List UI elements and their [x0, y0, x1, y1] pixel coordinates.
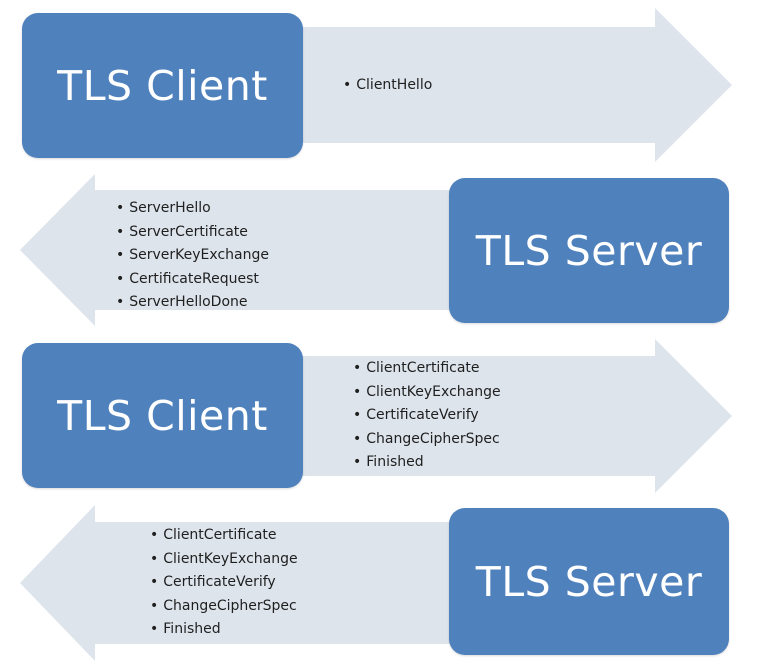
- message-list-1: ClientHello: [343, 74, 432, 98]
- message-list-3: ClientCertificate ClientKeyExchange Cert…: [353, 357, 501, 475]
- message-item: ClientCertificate: [150, 524, 298, 548]
- tls-server-box-2: TLS Server: [449, 178, 729, 323]
- message-item: CertificateVerify: [353, 404, 501, 428]
- message-list-2: ServerHello ServerCertificate ServerKeyE…: [116, 197, 269, 315]
- message-item: CertificateVerify: [150, 571, 298, 595]
- tls-server-box-4: TLS Server: [449, 508, 729, 655]
- arrow-right-1: [300, 8, 732, 162]
- message-item: ClientCertificate: [353, 357, 501, 381]
- message-item: ChangeCipherSpec: [353, 428, 501, 452]
- message-item: Finished: [150, 618, 298, 642]
- message-item: Finished: [353, 451, 501, 475]
- message-item: CertificateRequest: [116, 268, 269, 292]
- message-item: ClientHello: [343, 74, 432, 98]
- message-item: ServerHelloDone: [116, 291, 269, 315]
- message-item: ClientKeyExchange: [353, 381, 500, 405]
- tls-client-box-3: TLS Client: [22, 343, 303, 488]
- message-item: ServerHello: [116, 197, 269, 221]
- message-item: ServerKeyExchange: [116, 244, 269, 268]
- message-item: ServerCertificate: [116, 221, 269, 245]
- message-item: ChangeCipherSpec: [150, 595, 298, 619]
- message-list-4: ClientCertificate ClientKeyExchange Cert…: [150, 524, 298, 642]
- message-item: ClientKeyExchange: [150, 548, 297, 572]
- tls-client-box-1: TLS Client: [22, 13, 303, 158]
